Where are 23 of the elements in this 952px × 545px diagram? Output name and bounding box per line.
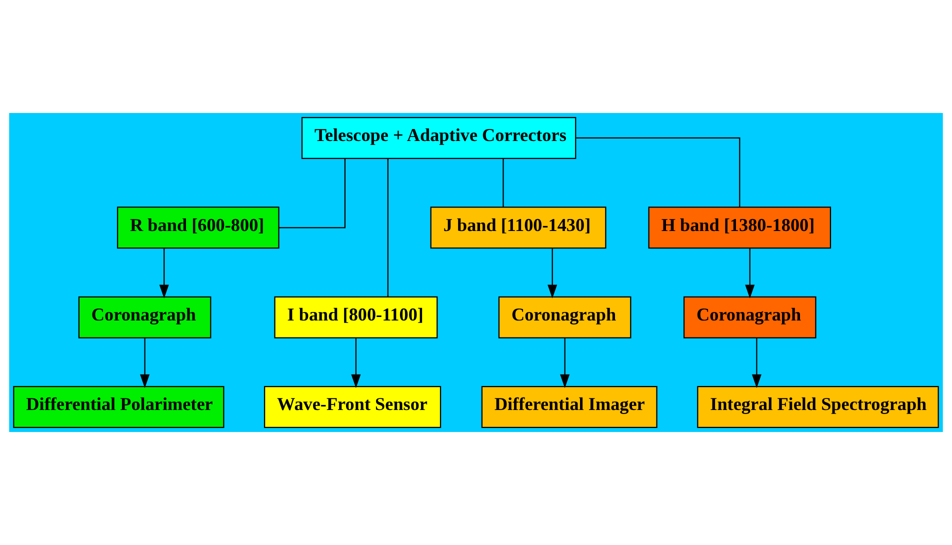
connector xyxy=(502,158,504,207)
arrow xyxy=(548,248,558,298)
node-box: J band [1100-1430] xyxy=(430,206,606,249)
node-box: Integral Field Spectrograph xyxy=(697,386,939,428)
node-box: Wave-Front Sensor xyxy=(264,386,442,428)
node-box: Coronagraph xyxy=(78,296,212,338)
arrow xyxy=(560,338,570,388)
node-box: I band [800-1100] xyxy=(274,296,438,338)
arrow xyxy=(752,338,762,388)
arrow xyxy=(745,248,755,298)
connector xyxy=(387,158,388,296)
node-box: H band [1380-1800] xyxy=(648,206,832,249)
node-box: Coronagraph xyxy=(683,296,816,338)
connector xyxy=(576,137,740,207)
node-box: Coronagraph xyxy=(498,296,632,338)
arrow xyxy=(351,338,361,388)
arrow xyxy=(159,248,169,298)
arrow xyxy=(140,338,150,388)
node-box: Telescope + Adaptive Correctors xyxy=(301,116,576,159)
node-box: Differential Imager xyxy=(481,386,658,428)
connector xyxy=(278,158,346,228)
node-box: Differential Polarimeter xyxy=(13,386,224,428)
node-box: R band [600-800] xyxy=(116,206,280,249)
